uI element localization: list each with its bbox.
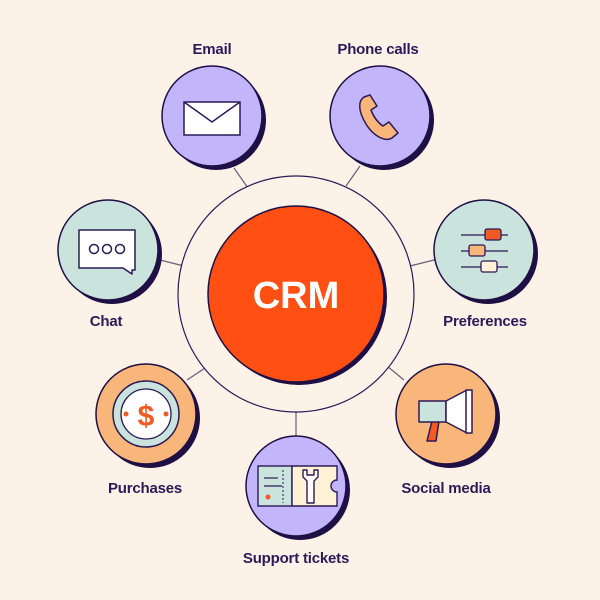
node-preferences (433, 199, 538, 304)
connector-social (386, 365, 405, 381)
label-phone-calls: Phone calls (337, 41, 419, 58)
label-email: Email (192, 41, 232, 58)
label-support-tickets: Support tickets (242, 550, 350, 567)
connector-phone (345, 165, 361, 187)
connector-email (233, 167, 249, 189)
node-chat (57, 199, 162, 304)
megaphone-icon (418, 389, 473, 442)
label-social-media: Social media (401, 480, 491, 497)
label-purchases: Purchases (107, 480, 183, 497)
node-support (245, 435, 350, 540)
node-purchases: $ (95, 363, 200, 468)
label-preferences: Preferences (443, 313, 527, 330)
node-phone (329, 65, 434, 170)
chat-bubble-icon (78, 229, 136, 275)
crm-core-label: CRM (253, 275, 340, 317)
svg-text:$: $ (138, 400, 155, 433)
connector-preferences (409, 258, 439, 267)
dollar-coin-icon: $ (112, 380, 180, 448)
crm-core-circle (207, 205, 385, 383)
node-email (161, 65, 266, 170)
phone-icon (359, 94, 399, 141)
envelope-icon (183, 101, 241, 136)
crm-core: CRM (207, 205, 387, 385)
connector-chat (159, 259, 185, 267)
sliders-icon (461, 228, 508, 273)
label-chat: Chat (89, 313, 123, 330)
ticket-icon (257, 465, 338, 507)
node-social (395, 363, 500, 468)
